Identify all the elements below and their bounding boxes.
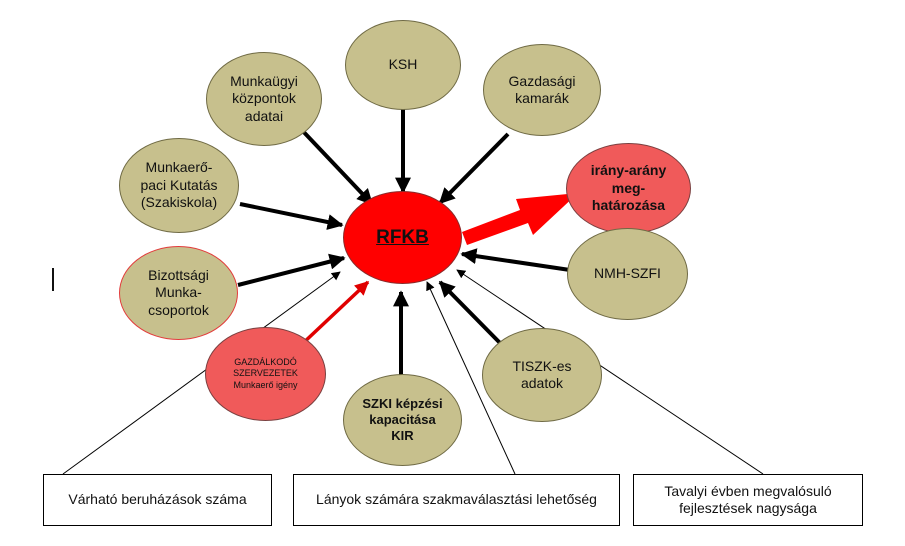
node-iranyarany-label: irány-arány meg-határozása [590, 162, 667, 214]
node-nmh-label: NMH-SZFI [594, 265, 661, 282]
arrow-gazdalkodo-to-rfkb [298, 280, 370, 348]
node-munkaeropiaci: Munkaerő-paci Kutatás (Szakiskola) [119, 138, 239, 233]
arrow-gazdasagi-to-rfkb [438, 132, 510, 205]
line-tavalyi-to-rfkb [456, 269, 764, 475]
node-rfkb-label: RFKB [376, 226, 429, 248]
node-munkaeropiaci-label: Munkaerő-paci Kutatás (Szakiskola) [140, 159, 218, 211]
arrow-rfkb-to-iranyarany [462, 193, 578, 245]
node-munkaugyi: Munkaügyi központok adatai [206, 52, 322, 146]
text-cursor [52, 268, 54, 291]
node-gazdasagi-label: Gazdasági kamarák [508, 72, 576, 107]
node-gazdasagi: Gazdasági kamarák [483, 44, 601, 136]
node-tiszk-label: TISZK-es adatok [512, 357, 572, 392]
arrow-tiszk-to-rfkb [438, 280, 504, 347]
node-ksh-label: KSH [388, 56, 418, 73]
node-gazdalkodo: GAZDÁLKODÓ SZERVEZETEK Munkaerő igény [205, 327, 326, 421]
arrow-nmh-to-rfkb [460, 248, 571, 272]
node-szki-label: SZKI képzési kapacitása KIR [362, 395, 443, 444]
arrow-munkaeropiaci-to-rfkb [239, 202, 344, 230]
box-varhato-label: Várható beruházások száma [68, 491, 247, 508]
box-tavalyi: Tavalyi évben megvalósuló fejlesztések n… [633, 474, 863, 526]
node-tiszk: TISZK-es adatok [482, 328, 602, 422]
box-lanyok-label: Lányok számára szakmaválasztási lehetősé… [316, 491, 597, 508]
node-rfkb: RFKB [343, 191, 462, 284]
node-gazdalkodo-label: GAZDÁLKODÓ SZERVEZETEK Munkaerő igény [233, 357, 298, 390]
node-iranyarany: irány-arány meg-határozása [566, 143, 691, 234]
node-szki: SZKI képzési kapacitása KIR [343, 374, 462, 466]
node-nmh: NMH-SZFI [567, 228, 688, 320]
box-lanyok: Lányok számára szakmaválasztási lehetősé… [293, 474, 620, 526]
node-munkaugyi-label: Munkaügyi központok adatai [230, 72, 298, 124]
box-tavalyi-label: Tavalyi évben megvalósuló fejlesztések n… [664, 482, 832, 517]
line-lanyok-to-rfkb [426, 281, 516, 475]
line-varhato-to-rfkb [62, 271, 341, 475]
node-ksh: KSH [345, 20, 461, 110]
node-bizottsagi-label: Bizottsági Munka-csoportok [148, 266, 209, 318]
arrow-bizottsagi-to-rfkb [237, 253, 346, 287]
node-bizottsagi: Bizottsági Munka-csoportok [119, 246, 238, 340]
arrow-munkaugyi-to-rfkb [296, 124, 374, 206]
box-varhato: Várható beruházások száma [43, 474, 272, 526]
